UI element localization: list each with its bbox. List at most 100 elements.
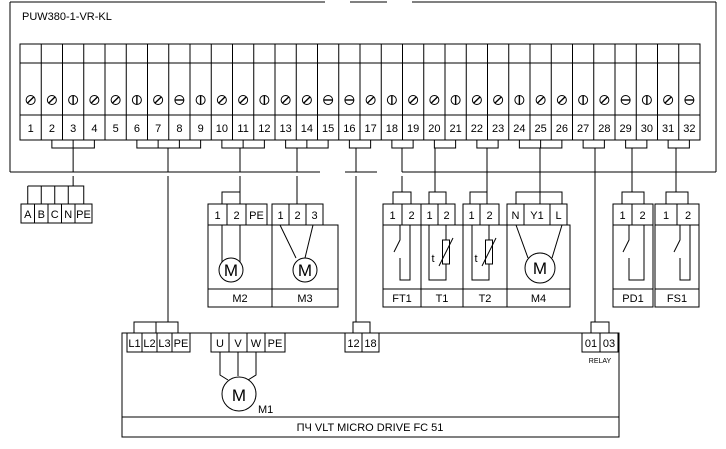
terminal-screw	[471, 95, 482, 105]
thermistor-letter: t	[431, 253, 434, 265]
terminal-screw	[493, 95, 504, 105]
terminal-number: 8	[176, 123, 182, 135]
device-terminal-label: 2	[408, 210, 414, 222]
terminal-screw	[514, 95, 525, 105]
terminal-number: 10	[216, 123, 228, 135]
wire	[665, 191, 689, 204]
device-body	[612, 224, 654, 290]
supply-terminal-label: B	[38, 209, 45, 221]
controller-title: PUW380-1-VR-KL	[22, 11, 112, 23]
wire	[391, 140, 414, 149]
motor-letter: M	[224, 261, 238, 280]
terminal-screw	[110, 95, 121, 105]
motor-symbol	[218, 257, 244, 283]
terminal-number: 4	[91, 123, 97, 135]
device-terminal-label: L	[555, 210, 561, 222]
supply-terminal-label: A	[24, 209, 32, 221]
terminal-number: 21	[450, 123, 462, 135]
device-terminal-label: PE	[249, 210, 264, 222]
terminal-screw	[386, 95, 397, 105]
device-label: FT1	[392, 293, 412, 305]
supply-bus	[40, 185, 85, 204]
terminal-number: 11	[237, 123, 248, 135]
wire	[428, 191, 447, 204]
terminal-screw	[663, 95, 674, 105]
wire	[621, 191, 645, 204]
device-label-box	[654, 288, 700, 308]
device-label: T2	[479, 293, 492, 305]
terminal-screw	[450, 95, 461, 105]
terminal-screw	[131, 95, 142, 105]
motor-symbol	[524, 252, 556, 284]
terminal-screw	[323, 95, 334, 105]
drive-power-terminal	[171, 332, 191, 353]
motor-wire	[247, 352, 257, 381]
wire	[551, 224, 563, 259]
device-label: M2	[232, 293, 247, 305]
wire	[136, 140, 202, 149]
motor-letter: M	[298, 261, 312, 280]
motor-letter: M	[533, 259, 547, 278]
terminal-number: 26	[556, 123, 568, 135]
terminal-screw	[174, 95, 185, 105]
drive-terminal-label: L1	[128, 338, 140, 350]
terminal-number: 16	[343, 123, 355, 135]
motor-wire	[219, 352, 229, 381]
terminal-number: 6	[134, 123, 140, 135]
drive-title-bar	[121, 416, 620, 438]
wire	[304, 224, 314, 259]
drive-terminal-label: 03	[603, 338, 615, 350]
contact-symbol	[628, 225, 645, 281]
terminal-screw	[25, 95, 36, 105]
supply-terminal-label: N	[64, 209, 72, 221]
terminal-screw	[89, 95, 100, 105]
device-terminal-label: 1	[619, 210, 625, 222]
terminal-screw	[301, 95, 312, 105]
device-terminal-label: 2	[639, 210, 645, 222]
terminal-screw	[578, 95, 589, 105]
device-terminal-label: 1	[389, 210, 395, 222]
terminal-number: 5	[113, 123, 119, 135]
drive-terminal-label: PE	[268, 338, 283, 350]
terminal-number: 32	[683, 123, 695, 135]
motor-M1-label: M1	[258, 404, 273, 416]
wire	[392, 191, 412, 204]
device-terminal-label: 2	[233, 210, 239, 222]
contact-symbol	[673, 225, 681, 253]
terminal-number: 22	[471, 123, 483, 135]
terminal-number: 13	[280, 123, 292, 135]
terminal-number: 20	[428, 123, 440, 135]
device-terminal-label: 1	[214, 210, 220, 222]
terminal-screw	[68, 95, 79, 105]
device-terminal-label: Y1	[530, 210, 543, 222]
drive-terminal-label: 01	[585, 338, 597, 350]
motor-symbol	[292, 257, 318, 283]
wire	[667, 140, 690, 149]
device-terminal-label: 1	[426, 210, 432, 222]
thermistor-symbol	[481, 237, 497, 267]
terminal-number: 2	[49, 123, 55, 135]
controller-outline	[9, 1, 717, 173]
terminal-number: 18	[386, 123, 398, 135]
terminal-screw	[620, 95, 631, 105]
terminal-number: 1	[28, 123, 34, 135]
terminal-screw	[344, 95, 355, 105]
terminal-screw	[238, 95, 249, 105]
device-label-box	[506, 288, 571, 308]
wire	[469, 191, 488, 204]
wires	[51, 140, 690, 322]
terminal-screw	[599, 95, 610, 105]
terminal-number: 27	[577, 123, 589, 135]
device-terminal-label: 3	[311, 210, 317, 222]
terminal-number: 29	[620, 123, 632, 135]
terminal-screw	[153, 95, 164, 105]
